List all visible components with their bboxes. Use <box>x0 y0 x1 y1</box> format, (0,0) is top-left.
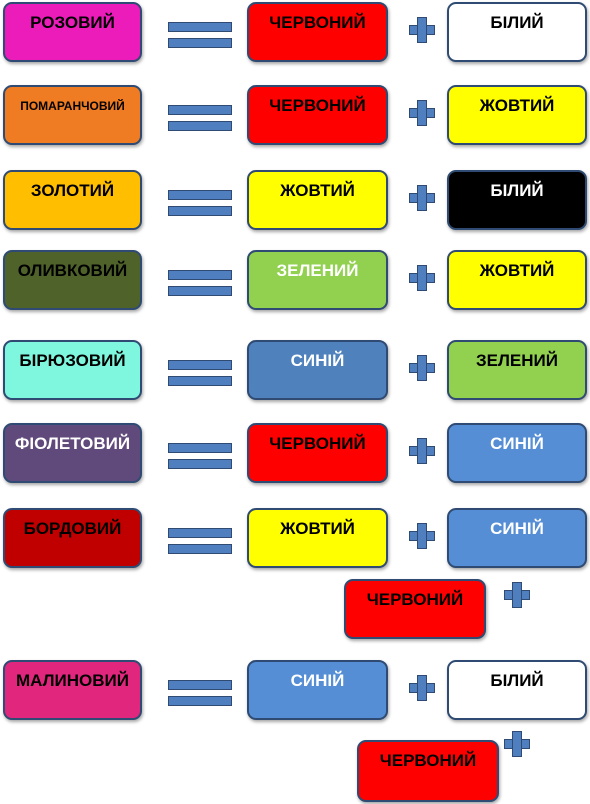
component-color-box-a: ЖОВТИЙ <box>247 508 388 568</box>
equals-sign-icon <box>168 528 232 556</box>
component-color-box-b: СИНІЙ <box>447 423 587 483</box>
equals-sign-icon <box>168 190 232 218</box>
component-color-box-a: СИНІЙ <box>247 660 388 720</box>
component-color-box-a: ЧЕРВОНИЙ <box>247 2 388 62</box>
plus-sign-icon <box>409 185 435 211</box>
result-color-box: ПОМАРАНЧОВИЙ <box>3 85 142 145</box>
plus-sign-icon <box>409 355 435 381</box>
result-color-box: ФІОЛЕТОВИЙ <box>3 423 142 483</box>
component-color-box-a: СИНІЙ <box>247 340 388 400</box>
equals-sign-icon <box>168 270 232 298</box>
component-color-box-a: ЧЕРВОНИЙ <box>247 423 388 483</box>
component-color-box-b: БІЛИЙ <box>447 660 587 720</box>
plus-sign-icon <box>409 675 435 701</box>
component-color-box-b: ЖОВТИЙ <box>447 250 587 310</box>
component-color-box-c: ЧЕРВОНИЙ <box>357 740 499 802</box>
equals-sign-icon <box>168 105 232 133</box>
plus-sign-icon <box>504 731 530 757</box>
equals-sign-icon <box>168 22 232 50</box>
equals-sign-icon <box>168 443 232 471</box>
component-color-box-b: СИНІЙ <box>447 508 587 568</box>
component-color-box-a: ЗЕЛЕНИЙ <box>247 250 388 310</box>
plus-sign-icon <box>409 100 435 126</box>
component-color-box-b: БІЛИЙ <box>447 2 587 62</box>
result-color-box: МАЛИНОВИЙ <box>3 660 142 720</box>
result-color-box: ЗОЛОТИЙ <box>3 170 142 230</box>
result-color-box: БОРДОВИЙ <box>3 508 142 568</box>
component-color-box-a: ЖОВТИЙ <box>247 170 388 230</box>
result-color-box: РОЗОВИЙ <box>3 2 142 62</box>
component-color-box-c: ЧЕРВОНИЙ <box>344 579 486 639</box>
equals-sign-icon <box>168 360 232 388</box>
component-color-box-a: ЧЕРВОНИЙ <box>247 85 388 145</box>
equals-sign-icon <box>168 680 232 708</box>
result-color-box: ОЛИВКОВИЙ <box>3 250 142 310</box>
plus-sign-icon <box>409 523 435 549</box>
result-color-box: БІРЮЗОВИЙ <box>3 340 142 400</box>
component-color-box-b: ЗЕЛЕНИЙ <box>447 340 587 400</box>
component-color-box-b: ЖОВТИЙ <box>447 85 587 145</box>
component-color-box-b: БІЛИЙ <box>447 170 587 230</box>
plus-sign-icon <box>409 438 435 464</box>
plus-sign-icon <box>409 265 435 291</box>
plus-sign-icon <box>409 17 435 43</box>
plus-sign-icon <box>504 582 530 608</box>
